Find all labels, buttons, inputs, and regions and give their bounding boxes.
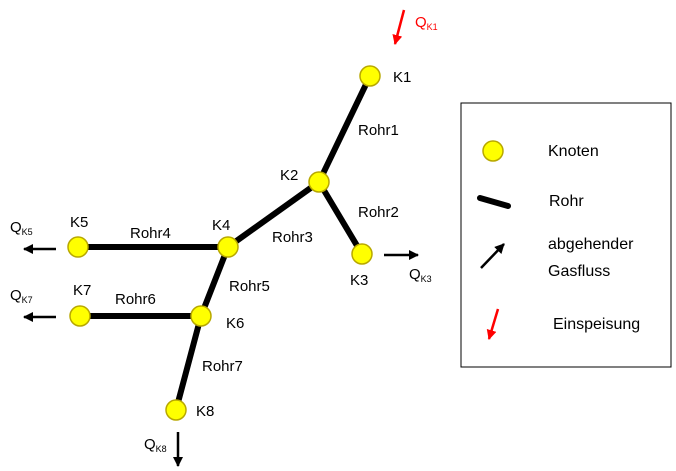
pipe-label-rohr6: Rohr6 <box>115 291 156 308</box>
node-labels: K1 K2 K3 K4 K5 K6 K7 K8 <box>70 69 411 420</box>
node-k3 <box>351 243 373 265</box>
pipe-label-rohr4: Rohr4 <box>130 225 171 242</box>
node-label-k4: K4 <box>212 217 230 234</box>
flow-labels: QK1 QK3 QK5 QK7 QK8 <box>10 14 438 454</box>
legend-inflow-label: Einspeisung <box>553 316 640 333</box>
flow-label-qk5: QK5 <box>10 219 33 237</box>
pipes <box>75 73 373 413</box>
legend-node-label: Knoten <box>548 143 599 160</box>
node-label-k2: K2 <box>280 167 298 184</box>
node-label-k3: K3 <box>350 272 368 289</box>
node-k6 <box>190 305 212 327</box>
node-label-k7: K7 <box>73 282 91 299</box>
node-k7 <box>69 305 91 327</box>
pipe-rohr3 <box>225 179 322 250</box>
node-k1 <box>359 65 381 87</box>
node-k5 <box>67 236 89 258</box>
node-label-k1: K1 <box>393 69 411 86</box>
node-label-k8: K8 <box>196 403 214 420</box>
legend-outflow-arrow-icon <box>480 243 505 269</box>
inflow-arrow-k1 <box>392 9 406 45</box>
pipe-label-rohr3: Rohr3 <box>272 229 313 246</box>
flow-arrows <box>23 9 419 467</box>
legend-inflow-arrow-icon <box>486 308 500 340</box>
pipe-rohr1 <box>316 73 373 185</box>
pipe-rohr5 <box>198 244 231 319</box>
node-label-k6: K6 <box>226 315 244 332</box>
flow-label-qk3: QK3 <box>409 266 432 284</box>
flow-label-qk7: QK7 <box>10 287 33 305</box>
legend: Knoten Rohr abgehender Gasfluss Einspeis… <box>460 102 672 368</box>
pipe-label-rohr7: Rohr7 <box>202 358 243 375</box>
pipe-rohr2 <box>316 179 365 257</box>
flow-label-qk8: QK8 <box>144 436 167 454</box>
node-k4 <box>217 236 239 258</box>
legend-pipe-label: Rohr <box>549 193 584 210</box>
pipe-labels: Rohr1 Rohr2 Rohr3 Rohr4 Rohr5 Rohr6 Rohr… <box>115 122 399 375</box>
nodes <box>67 65 381 421</box>
node-label-k5: K5 <box>70 214 88 231</box>
pipe-label-rohr2: Rohr2 <box>358 204 399 221</box>
pipe-label-rohr5: Rohr5 <box>229 278 270 295</box>
legend-node-symbol <box>482 140 504 162</box>
node-k2 <box>308 171 330 193</box>
node-k8 <box>165 399 187 421</box>
legend-pipe-symbol <box>477 195 511 209</box>
pipe-label-rohr1: Rohr1 <box>358 122 399 139</box>
legend-outflow-label: abgehender Gasfluss <box>548 236 638 280</box>
pipe-rohr7 <box>173 313 204 413</box>
flow-label-qk1: QK1 <box>415 14 438 32</box>
